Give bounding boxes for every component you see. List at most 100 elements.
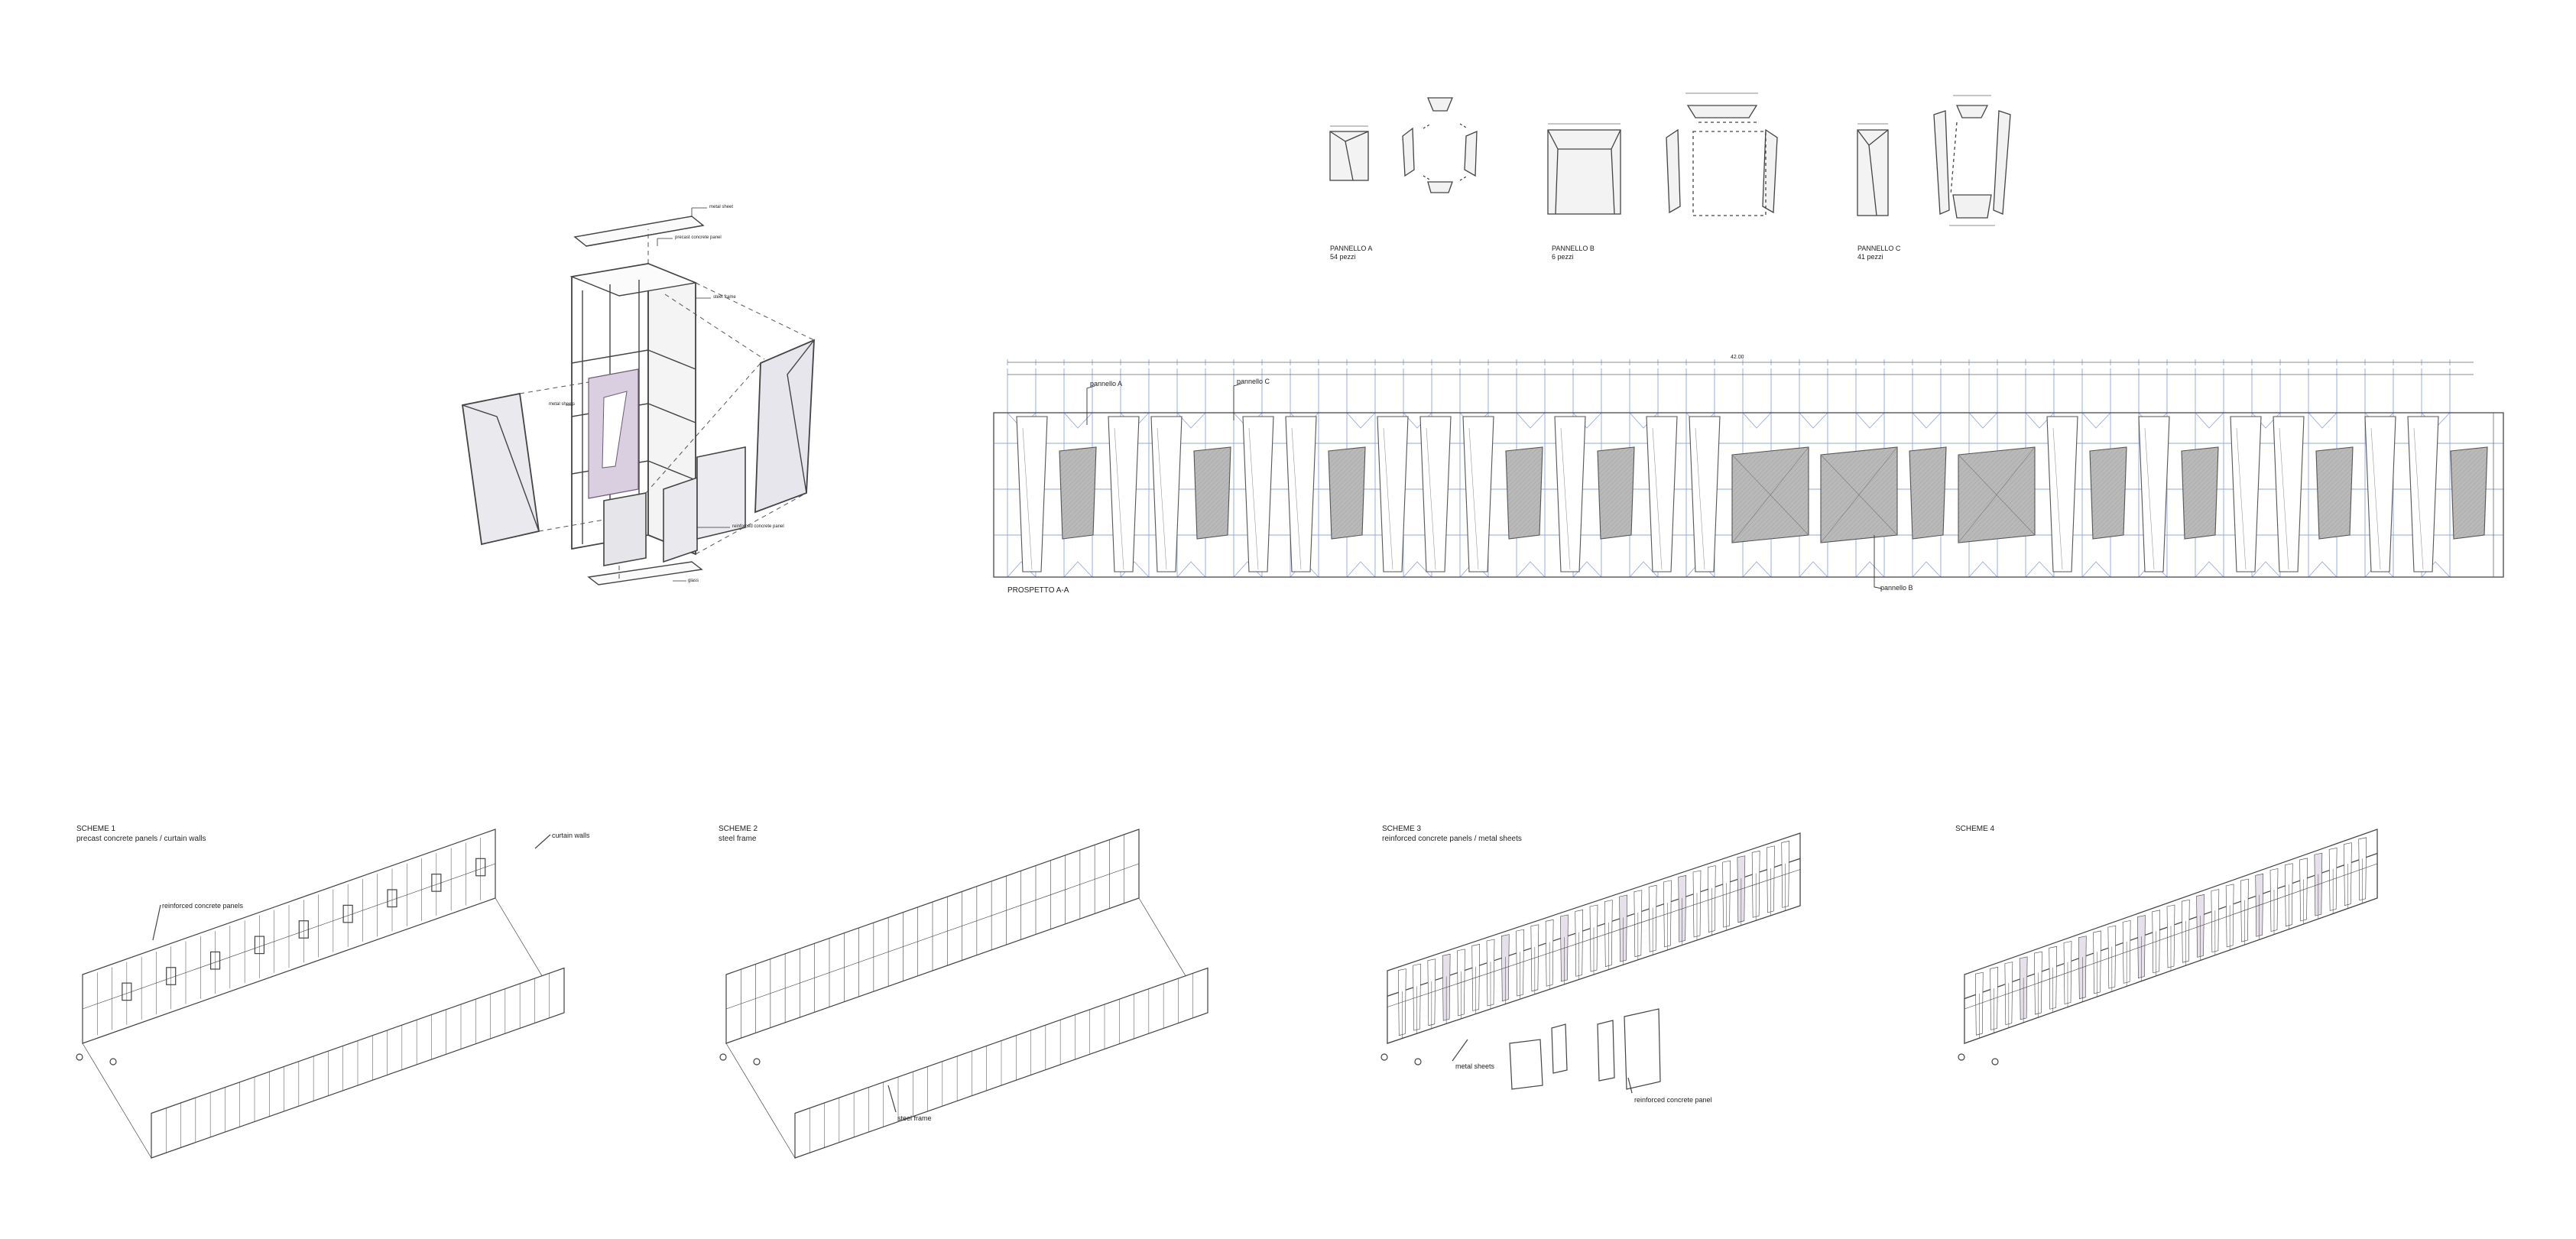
grid-line: [1912, 412, 1942, 429]
grid-line: [1742, 561, 1772, 578]
panel-c-title: PANNELLO C: [1857, 245, 1901, 252]
grid-line: [2195, 561, 2224, 578]
panel-c: [2046, 416, 2078, 572]
panel-edge: [2279, 427, 2289, 570]
panel-c: [1689, 416, 1721, 572]
elevation-callout-panel-b: pannello B: [1880, 584, 1913, 592]
leader: [152, 904, 161, 941]
panel-c: [1554, 416, 1586, 572]
scheme-2-axonometric: [719, 829, 1209, 1159]
panel-edge: [1291, 427, 1302, 570]
leader: [534, 834, 551, 849]
panel-c: [2407, 416, 2439, 572]
grid-line: [1968, 561, 1998, 578]
callout-metal-sheets: metal sheets: [549, 402, 576, 407]
scheme-1-callout-concrete-panels: reinforced concrete panels: [162, 902, 244, 910]
panel-b-front: [1547, 129, 1621, 215]
ground-marker: [1414, 1058, 1422, 1065]
scheme-1-title: SCHEME 1: [76, 825, 116, 833]
panel-edge: [2144, 427, 2155, 570]
panel-b-count: 6 pezzi: [1552, 253, 1574, 261]
elevation-overall-dimension: 42.00: [1731, 355, 1744, 360]
panel-edge: [2370, 427, 2381, 570]
panel-a: [2315, 446, 2354, 540]
scheme-3-axonometric: [1380, 832, 1801, 1065]
panel-a: [2181, 446, 2219, 540]
scheme-3-subtitle: reinforced concrete panels / metal sheet…: [1382, 835, 1522, 843]
callout-steel-frame: steel frame: [713, 295, 736, 300]
grid-line: [1176, 561, 1206, 578]
callout-glass: glass: [688, 579, 699, 583]
panel-c: [1242, 416, 1274, 572]
scheme-2-title: SCHEME 2: [719, 825, 758, 833]
panel-c: [2273, 416, 2305, 572]
panel-edge: [1426, 427, 1436, 570]
panel-edge: [1958, 446, 2036, 543]
panel-a: [2450, 446, 2488, 540]
grid-line: [1063, 561, 1093, 578]
panel-edge: [1652, 427, 1663, 570]
panel-c: [1108, 416, 1140, 572]
panel-c: [2230, 416, 2262, 572]
panel-c: [1462, 416, 1494, 572]
grid-line: [1516, 412, 1546, 429]
panel-c: [2138, 416, 2170, 572]
scheme-2-subtitle: steel frame: [719, 835, 757, 843]
panel-b-title: PANNELLO B: [1552, 245, 1595, 252]
scheme-3-callout-metal-sheets: metal sheets: [1455, 1062, 1495, 1070]
panel-a: [2089, 446, 2127, 540]
grid-line: [1799, 412, 1828, 429]
leader: [1452, 1039, 1468, 1062]
panel-a: [1328, 446, 1366, 540]
elevation-panels: [1016, 416, 2488, 572]
grid-line: [1855, 561, 1885, 578]
panel-edge: [1731, 446, 1809, 543]
band: [725, 863, 1140, 1010]
panel-c: [1285, 416, 1317, 572]
ground-marker: [1991, 1058, 1999, 1065]
panel-edge: [2236, 427, 2247, 570]
callout-metal-sheet-top: metal sheet: [709, 205, 734, 209]
panel-c: [1646, 416, 1678, 572]
panel-c: [1377, 416, 1409, 572]
band: [82, 863, 496, 1010]
scheme-3-callout-concrete-panel: reinforced concrete panel: [1634, 1096, 1712, 1104]
grid-line: [1346, 412, 1376, 429]
panel-a-sections: [1402, 97, 1478, 193]
leader: [887, 1085, 897, 1113]
panel-edge: [1383, 427, 1393, 570]
grid-line: [2308, 412, 2338, 429]
panel-a: [1059, 446, 1097, 540]
scheme-1-callout-curtain-walls: curtain walls: [552, 832, 590, 839]
panel-c: [1150, 416, 1183, 572]
elevation-drawing: [993, 359, 2504, 589]
ground-marker: [719, 1053, 727, 1061]
elevation-title: PROSPETTO A-A: [1007, 586, 1069, 595]
grid-line: [1968, 412, 1998, 429]
panel-c: [2364, 416, 2396, 572]
scheme-1-axonometric: [76, 829, 565, 1159]
scheme-axonometrics: [76, 829, 2378, 1159]
panel-edge: [1820, 446, 1898, 543]
scheme-1-subtitle: precast concrete panels / curtain walls: [76, 835, 206, 843]
scheme-3-title: SCHEME 3: [1382, 825, 1422, 833]
panel-a-title: PANNELLO A: [1330, 245, 1373, 252]
panel-edge: [1695, 427, 1705, 570]
grid-line: [1346, 561, 1376, 578]
grid-line: [1516, 561, 1546, 578]
elevation-callout-panel-a: pannello A: [1090, 380, 1123, 388]
scheme-4-axonometric: [1958, 829, 2378, 1065]
panel-a-front: [1329, 131, 1369, 181]
grid-line: [2308, 561, 2338, 578]
band: [1964, 863, 2378, 1010]
grid-line: [1742, 412, 1772, 429]
panel-edge: [1114, 427, 1124, 570]
exploded-piece: [1509, 1039, 1543, 1090]
scheme-2-callout-steel-frame: steel frame: [897, 1114, 932, 1122]
scheme-3-exploded-pieces: [1452, 1008, 1661, 1094]
grid-line: [1799, 561, 1828, 578]
ground-marker: [753, 1058, 761, 1065]
ground-marker: [1958, 1053, 1965, 1061]
